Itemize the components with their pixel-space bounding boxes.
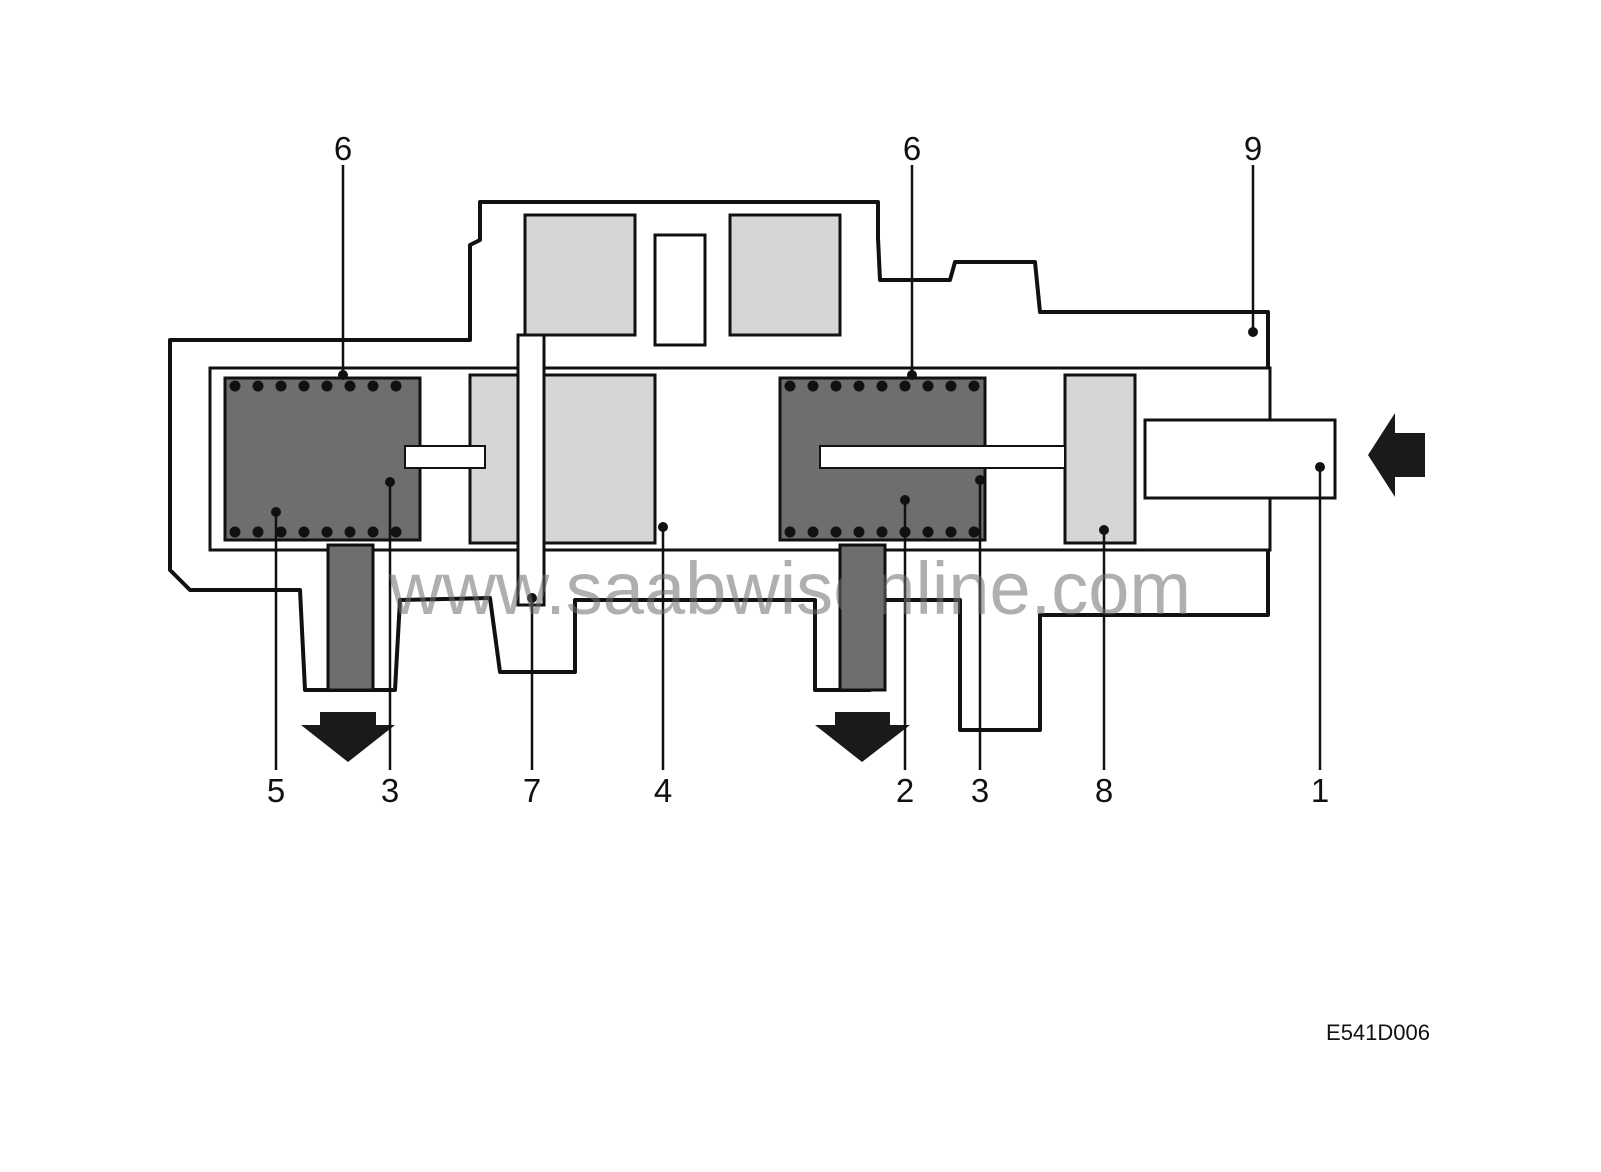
spring-coil [344, 526, 356, 538]
spring-coil [945, 380, 957, 392]
outlet-arrow-left [301, 712, 395, 762]
outlet-port-right [838, 543, 887, 692]
spring-left [229, 380, 402, 538]
spring-coil [807, 526, 819, 538]
spring-coil [298, 526, 310, 538]
leader-dots [271, 327, 1325, 603]
spring-coil [275, 380, 287, 392]
spring-coil [367, 526, 379, 538]
spring-coil [229, 526, 241, 538]
spring-coil [390, 380, 402, 392]
watermark: www.saabwisonline.com [388, 547, 1191, 630]
figure-code: E541D006 [1326, 1020, 1430, 1045]
spring-coil [853, 526, 865, 538]
spring-coil [298, 380, 310, 392]
callout-bottom-5: 2 [896, 772, 914, 809]
spring-coil [807, 380, 819, 392]
spring-coil [252, 380, 264, 392]
spring-coil [830, 380, 842, 392]
spring-coil [945, 526, 957, 538]
callout-bottom-7: 8 [1095, 772, 1113, 809]
spring-coil [968, 526, 980, 538]
callout-top-2: 6 [903, 130, 921, 167]
center-rod-left [404, 445, 486, 469]
outlet-arrow-right [815, 712, 910, 762]
spring-coil [390, 526, 402, 538]
spring-coil [784, 526, 796, 538]
stop-pin [516, 333, 546, 607]
callout-top-1: 6 [334, 130, 352, 167]
spring-coil [344, 380, 356, 392]
callout-top-3: 9 [1244, 130, 1262, 167]
callout-bottom-6: 3 [971, 772, 989, 809]
spring-coil [899, 380, 911, 392]
reservoir-neck [653, 233, 707, 347]
spring-coil [229, 380, 241, 392]
callout-bottom-1: 5 [267, 772, 285, 809]
callout-bottom-4: 4 [654, 772, 672, 809]
callout-bottom-2: 3 [381, 772, 399, 809]
primary-piston [1063, 373, 1137, 545]
reservoir-plug-right [728, 213, 842, 337]
spring-coil [784, 380, 796, 392]
spring-coil [876, 380, 888, 392]
outlet-port-left [326, 543, 375, 692]
spring-coil [275, 526, 287, 538]
callout-bottom-8: 1 [1311, 772, 1329, 809]
center-rod-right [819, 445, 1066, 469]
spring-coil [830, 526, 842, 538]
spring-right [784, 380, 980, 538]
spring-coil [853, 380, 865, 392]
reservoir-plug-left [523, 213, 637, 337]
secondary-piston [468, 373, 657, 545]
spring-coil [367, 380, 379, 392]
spring-coil [252, 526, 264, 538]
push-rod [1143, 418, 1337, 500]
spring-coil [321, 526, 333, 538]
spring-coil [922, 380, 934, 392]
spring-coil [876, 526, 888, 538]
spring-coil [968, 380, 980, 392]
spring-coil [922, 526, 934, 538]
input-arrow [1368, 413, 1425, 497]
callout-bottom-3: 7 [523, 772, 541, 809]
spring-coil [321, 380, 333, 392]
leader-lines [274, 165, 1322, 770]
